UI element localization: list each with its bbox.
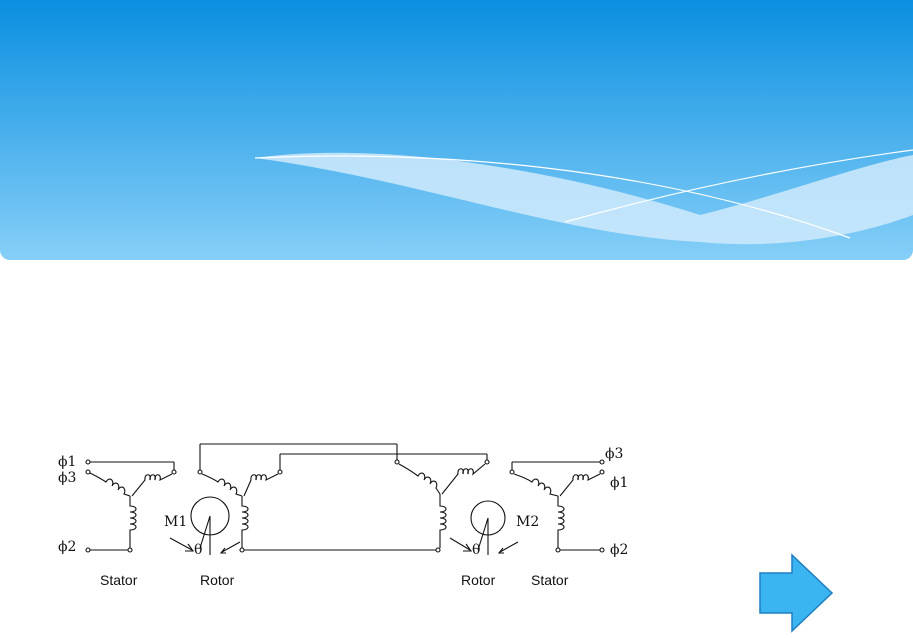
- right-motor-m2: [449, 500, 519, 555]
- header-wave: [255, 152, 913, 245]
- header-wave-line-2: [564, 149, 913, 223]
- right-stator-windings: [509, 459, 605, 553]
- right-rotor-angle: θ: [472, 542, 480, 558]
- header-wave-line-1: [254, 155, 851, 239]
- left-motor-m1: [169, 496, 241, 555]
- right-stator-phase-bottom: ϕ2: [610, 542, 628, 558]
- left-rotor-windings: [197, 443, 487, 553]
- right-motor-label: M2: [516, 514, 539, 530]
- next-arrow-shape[interactable]: [759, 553, 834, 633]
- left-motor-label: M1: [164, 514, 187, 530]
- left-rotor-label: Rotor: [200, 572, 235, 588]
- left-stator-phase-top: ϕ1: [58, 454, 76, 470]
- header-band: [0, 0, 913, 260]
- right-stator-phase-top: ϕ3: [605, 446, 623, 462]
- left-stator-windings: [85, 459, 177, 553]
- left-stator-phase-mid: ϕ3: [58, 470, 76, 486]
- left-rotor-angle: θ: [194, 542, 202, 558]
- left-stator-phase-bottom: ϕ2: [58, 539, 76, 555]
- right-stator-phase-mid: ϕ1: [610, 475, 628, 491]
- right-stator-label: Stator: [531, 572, 569, 588]
- right-rotor-label: Rotor: [461, 572, 496, 588]
- left-stator-label: Stator: [100, 572, 138, 588]
- right-arrow-icon[interactable]: [756, 553, 836, 633]
- right-rotor-windings: [394, 444, 490, 553]
- synchro-circuit-diagram: ϕ1 ϕ3 ϕ2 Stator M1 θ Rotor θ M2 Rotor ϕ3…: [58, 443, 628, 588]
